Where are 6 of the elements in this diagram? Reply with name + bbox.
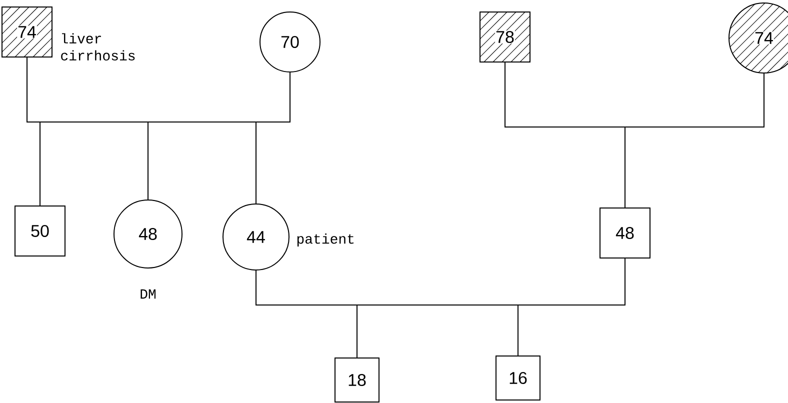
annotation-text: DM [140,289,156,299]
pedigree-line [518,258,626,356]
annotation-text: patient [297,233,354,247]
pedigree-line [256,72,290,204]
annotation-text: liver cirrhosis [61,33,135,60]
pedigree-line [624,73,764,208]
